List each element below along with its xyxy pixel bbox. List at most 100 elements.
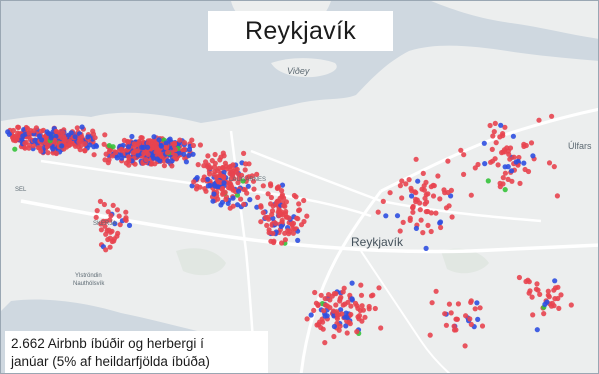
listing-point [76, 139, 82, 145]
listing-point [301, 218, 307, 225]
listing-point [216, 165, 222, 172]
listing-point [26, 142, 32, 148]
listing-point [279, 188, 285, 194]
listing-point [250, 178, 257, 184]
listing-point [143, 157, 149, 163]
listing-point [344, 330, 350, 336]
listing-point [474, 300, 480, 306]
listing-point [118, 146, 124, 152]
listing-point [521, 141, 527, 147]
listing-point [255, 194, 261, 200]
listing-point [223, 196, 229, 202]
listing-point [93, 143, 100, 149]
listing-point [32, 138, 38, 144]
listing-point [210, 198, 216, 204]
listing-point [552, 278, 558, 284]
listing-point [343, 310, 349, 316]
listing-point [427, 332, 433, 338]
listing-point [558, 292, 564, 298]
listing-point [435, 173, 441, 179]
listing-point [242, 187, 248, 193]
listing-point [477, 305, 483, 311]
listing-point [422, 201, 428, 207]
listing-point [534, 281, 540, 287]
listing-point [163, 144, 169, 151]
listing-point [181, 140, 188, 146]
listing-point [190, 151, 196, 157]
listing-point [270, 203, 276, 209]
listing-point [545, 288, 551, 294]
listing-point [455, 301, 461, 307]
listing-point [441, 187, 447, 193]
listing-point [549, 113, 555, 119]
listing-point [536, 117, 542, 123]
listing-point [500, 131, 506, 137]
map-caption: 2.662 Airbnb íbúðir og herbergi í janúar… [5, 331, 268, 373]
listing-point [218, 154, 224, 160]
listing-point [10, 127, 16, 134]
listing-point [279, 192, 285, 198]
listing-point [254, 171, 260, 177]
listing-point [410, 209, 416, 215]
listing-point [167, 136, 173, 142]
listing-point [119, 155, 125, 161]
listing-point [15, 124, 22, 130]
listing-point [135, 152, 141, 158]
listing-point [225, 200, 231, 206]
listing-point [65, 132, 72, 138]
caption-line-2: janúar (5% af heildarfjölda íbúða) [11, 354, 210, 369]
listing-point [114, 155, 120, 161]
listing-point [315, 322, 322, 328]
listing-point [410, 205, 416, 211]
listing-point [194, 175, 200, 181]
listing-point [409, 193, 415, 199]
listing-point [468, 321, 474, 327]
listing-point [264, 222, 270, 228]
listing-point [103, 247, 109, 253]
listing-point [318, 292, 324, 298]
listing-point [234, 202, 241, 208]
listing-point [212, 181, 218, 187]
listing-point [530, 153, 536, 159]
listing-point [443, 322, 449, 328]
listing-point [165, 149, 171, 155]
listing-point [100, 218, 106, 224]
listing-point [108, 213, 114, 219]
listing-point [397, 183, 403, 189]
listing-point [217, 179, 223, 185]
listing-point [437, 219, 444, 225]
listing-point [413, 156, 419, 162]
listing-point [491, 129, 497, 135]
listing-point [509, 168, 515, 174]
listing-point [304, 213, 310, 219]
listing-point [454, 316, 460, 322]
listing-point [258, 219, 264, 225]
listing-point [121, 137, 127, 143]
listing-point [101, 141, 107, 147]
listing-point [322, 340, 328, 346]
listing-point [481, 140, 487, 146]
listing-point [241, 150, 247, 156]
road-breidholt [360, 250, 451, 373]
listing-point [276, 184, 282, 190]
listing-point [231, 176, 237, 182]
listing-point [327, 305, 333, 311]
listing-point [322, 296, 328, 302]
listing-point [53, 133, 59, 139]
listing-point [337, 323, 343, 329]
listing-point [60, 130, 66, 136]
listing-point [225, 185, 232, 191]
listing-point [38, 148, 44, 154]
listing-point [462, 343, 468, 349]
listing-point [501, 147, 508, 153]
listing-point [338, 294, 344, 300]
listing-point [112, 221, 118, 227]
listing-point [349, 280, 355, 286]
listing-point [497, 180, 503, 186]
listing-point [322, 313, 328, 319]
listing-point [421, 187, 427, 193]
listing-point [117, 222, 123, 228]
listing-point [10, 135, 16, 141]
listing-point [190, 142, 196, 149]
